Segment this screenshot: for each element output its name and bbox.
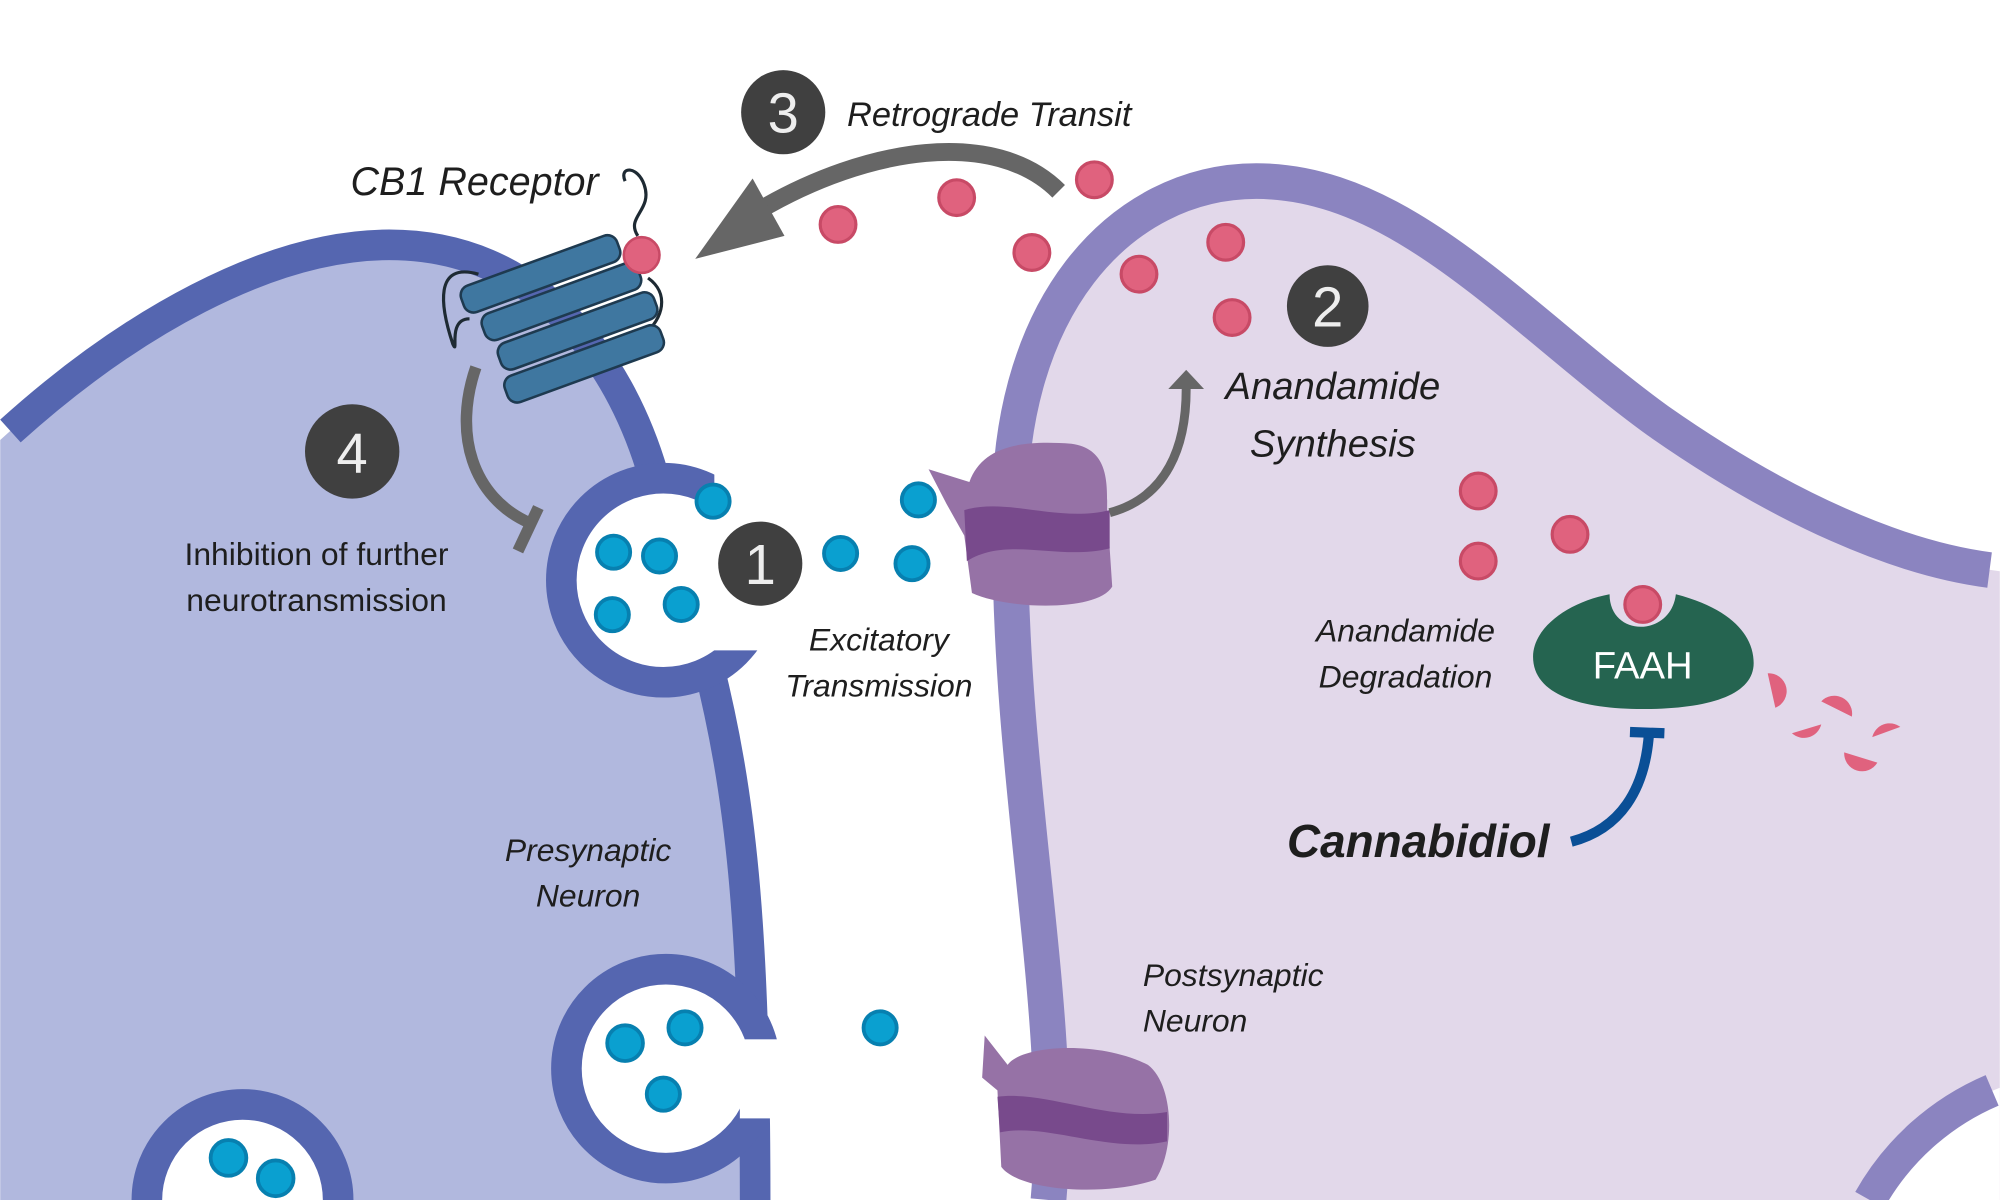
cannabidiol-inhibition-bar <box>1629 726 1665 739</box>
cb1-receptor-icon <box>441 168 666 404</box>
postsynaptic-membrane <box>991 163 1992 1200</box>
retrograde-arrowhead <box>695 178 785 259</box>
anandamide-dot <box>937 178 977 218</box>
retrograde-transit-label: Retrograde Transit <box>847 96 1133 134</box>
neurotransmitter-dot <box>644 1075 682 1113</box>
neurotransmitter-dot <box>641 537 679 575</box>
anandamide-dot <box>1458 541 1498 581</box>
faah-enzyme: FAAH <box>1533 585 1754 710</box>
cannabidiol-inhibition-arrow <box>1569 731 1655 847</box>
vesicle-pocket-lower <box>551 953 791 1184</box>
retrograde-arrow <box>754 143 1065 219</box>
neurotransmitter-dot <box>595 533 633 571</box>
anandamide-synthesis-label-1: Anandamide <box>1223 365 1440 408</box>
inhibition-label-2: neurotransmission <box>186 582 446 618</box>
cb1-receptor-label: CB1 Receptor <box>350 160 600 204</box>
neurotransmitter-dot <box>861 1009 899 1047</box>
step-badge-4: 4 <box>304 404 400 499</box>
excitatory-label-2: Transmission <box>785 667 972 703</box>
inhibition-arrow <box>460 365 532 529</box>
presynaptic-label-1: Presynaptic <box>505 832 672 868</box>
postsynaptic-label-2: Neuron <box>1143 1003 1248 1039</box>
degradation-label-2: Degradation <box>1319 658 1493 694</box>
anandamide-dot <box>1212 298 1252 337</box>
anandamide-dot <box>1623 585 1663 624</box>
cannabidiol-label: Cannabidiol <box>1287 815 1551 867</box>
degradation-label-1: Anandamide <box>1314 612 1495 648</box>
presynaptic-label-2: Neuron <box>536 878 641 914</box>
postsynaptic-receptor-lower <box>982 1035 1170 1190</box>
anandamide-dot <box>1206 222 1246 262</box>
postsynaptic-label-1: Postsynaptic <box>1143 957 1324 993</box>
bound-anandamide-dot <box>622 235 661 275</box>
neurotransmitter-dot <box>893 545 931 583</box>
svg-text:1: 1 <box>745 533 776 596</box>
neurotransmitter-dot <box>255 1158 296 1199</box>
anandamide-dot <box>1074 160 1114 200</box>
step-badge-2: 2 <box>1286 265 1369 347</box>
postsynaptic-receptor-upper <box>928 442 1113 606</box>
step-badge-1: 1 <box>718 521 803 606</box>
anandamide-dot <box>1550 514 1590 554</box>
neurotransmitters <box>208 481 937 1199</box>
neurotransmitter-dot <box>666 1009 704 1047</box>
anandamide-synthesis-label-2: Synthesis <box>1250 423 1416 466</box>
anandamide-dot <box>818 204 858 244</box>
neurotransmitter-dot <box>662 585 700 623</box>
neurotransmitter-dot <box>899 481 937 519</box>
inhibition-label-1: Inhibition of further <box>184 536 448 572</box>
degraded-fragments <box>1767 673 1901 772</box>
anandamide-dot <box>1012 233 1052 272</box>
svg-text:4: 4 <box>337 422 368 485</box>
faah-label: FAAH <box>1593 644 1693 687</box>
presynaptic-neuron <box>0 244 756 1200</box>
neurotransmitter-dot <box>605 1023 645 1063</box>
anandamide-molecules <box>818 160 1590 581</box>
anandamide-dot <box>1119 254 1159 294</box>
excitatory-label-1: Excitatory <box>809 621 951 657</box>
neurotransmitter-dot <box>593 596 631 634</box>
inhibition-bar <box>512 505 544 554</box>
svg-text:3: 3 <box>768 82 799 145</box>
neurotransmitter-dot <box>694 482 732 520</box>
neurotransmitter-dot <box>822 534 860 572</box>
synthesis-arrowhead <box>1168 369 1205 389</box>
svg-text:2: 2 <box>1312 275 1343 338</box>
synthesis-arrow <box>1108 388 1191 517</box>
neurotransmitter-dot <box>208 1138 249 1178</box>
step-badge-3: 3 <box>741 70 826 155</box>
anandamide-dot <box>1458 471 1498 511</box>
postsynaptic-neuron <box>1009 181 2000 1200</box>
postsynaptic-edge-cell-membrane <box>1855 1075 1999 1200</box>
